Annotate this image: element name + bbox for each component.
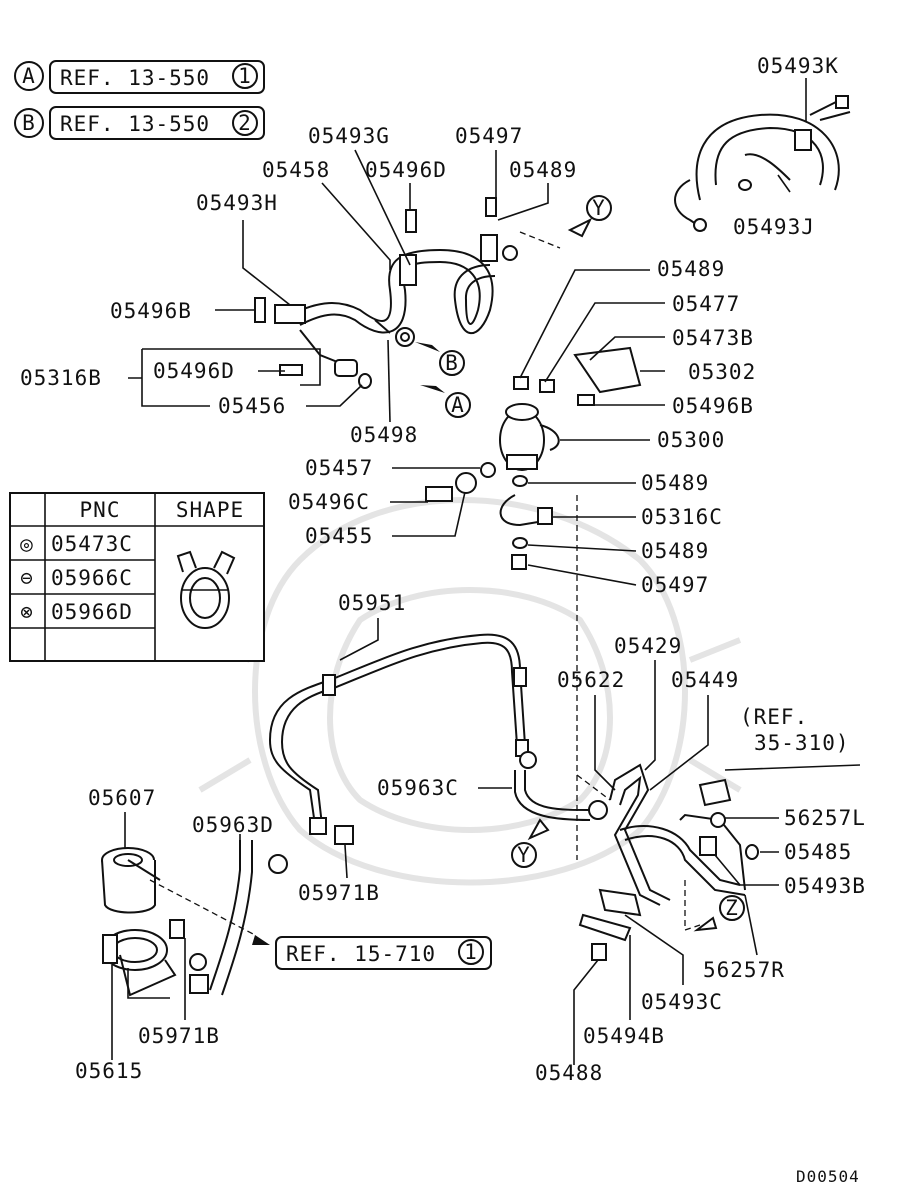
label-05963D: 05963D xyxy=(192,813,274,837)
lower-pipes-assembly xyxy=(578,763,759,961)
svg-text:REF. 15-710: REF. 15-710 xyxy=(286,942,436,966)
leader-lines xyxy=(111,78,807,1065)
label-05496D: 05496D xyxy=(365,158,447,182)
label-05607: 05607 xyxy=(88,786,156,810)
label-05971B: 05971B xyxy=(298,881,380,905)
label-56257L: 56257L xyxy=(784,806,866,830)
label-05497-2: 05497 xyxy=(641,573,709,597)
svg-text:PNC: PNC xyxy=(80,498,121,522)
label-05493K: 05493K xyxy=(757,54,839,78)
clamp-shape-icon xyxy=(176,550,236,629)
label-05493H: 05493H xyxy=(196,191,278,215)
label-05971B-2: 05971B xyxy=(138,1024,220,1048)
svg-text:◎: ◎ xyxy=(20,532,34,556)
label-05494B: 05494B xyxy=(583,1024,665,1048)
svg-text:05966D: 05966D xyxy=(51,600,133,624)
svg-text:⊖: ⊖ xyxy=(20,566,34,590)
ref-b: B REF. 13-550 2 xyxy=(14,106,265,140)
ref-15-710: REF. 15-710 1 xyxy=(275,936,492,970)
svg-text:Y: Y xyxy=(517,843,531,867)
label-05316C: 05316C xyxy=(641,505,723,529)
label-05489-4: 05489 xyxy=(641,539,709,563)
label-05493G: 05493G xyxy=(308,124,390,148)
label-05493C: 05493C xyxy=(641,990,723,1014)
svg-text:⊗: ⊗ xyxy=(20,600,34,624)
label-05302: 05302 xyxy=(688,360,756,384)
label-05473B: 05473B xyxy=(672,326,754,350)
label-05429: 05429 xyxy=(614,634,682,658)
svg-text:05473C: 05473C xyxy=(51,532,133,556)
svg-text:2: 2 xyxy=(238,111,252,135)
svg-text:(REF.: (REF. xyxy=(740,705,808,729)
svg-text:05966C: 05966C xyxy=(51,566,133,590)
label-05456: 05456 xyxy=(218,394,286,418)
legend-table: PNC SHAPE ◎ 05473C ⊖ 05966C ⊗ 05966D xyxy=(9,492,265,662)
label-05622: 05622 xyxy=(557,668,625,692)
ref-a: A REF. 13-550 1 xyxy=(14,60,265,94)
svg-text:Y: Y xyxy=(592,196,606,220)
detail-hose-topright xyxy=(674,95,851,232)
svg-text:B: B xyxy=(445,351,459,375)
view-markers: Y Z xyxy=(511,495,745,932)
label-05493J: 05493J xyxy=(733,215,815,239)
label-05963C: 05963C xyxy=(377,776,459,800)
svg-text:1: 1 xyxy=(238,64,252,88)
svg-text:A: A xyxy=(451,393,465,417)
label-05489-3: 05489 xyxy=(641,471,709,495)
upper-pressure-hose: B A Y xyxy=(254,195,612,418)
label-05496D-2: 05496D xyxy=(153,359,235,383)
label-05477: 05477 xyxy=(672,292,740,316)
svg-text:B: B xyxy=(22,111,36,135)
label-05489-2: 05489 xyxy=(657,257,725,281)
svg-text:REF. 13-550: REF. 13-550 xyxy=(60,112,210,136)
label-56257R: 56257R xyxy=(703,958,785,982)
part-labels: 05493K 05493J 05493G 05497 05458 05496D … xyxy=(20,54,866,1085)
label-05455: 05455 xyxy=(305,524,373,548)
label-05457: 05457 xyxy=(305,456,373,480)
svg-text:REF. 13-550: REF. 13-550 xyxy=(60,66,210,90)
svg-text:A: A xyxy=(22,64,36,88)
label-05316B: 05316B xyxy=(20,366,102,390)
label-05488: 05488 xyxy=(535,1061,603,1085)
oil-reservoir xyxy=(101,840,270,997)
label-05615: 05615 xyxy=(75,1059,143,1083)
label-05300: 05300 xyxy=(657,428,725,452)
label-05493B: 05493B xyxy=(784,874,866,898)
label-05498: 05498 xyxy=(350,423,418,447)
label-05497: 05497 xyxy=(455,124,523,148)
svg-text:1: 1 xyxy=(464,940,478,964)
label-05951: 05951 xyxy=(338,591,406,615)
diagram-code: D00504 xyxy=(796,1167,860,1186)
label-05458: 05458 xyxy=(262,158,330,182)
label-05449: 05449 xyxy=(671,668,739,692)
label-05496B-2: 05496B xyxy=(672,394,754,418)
svg-text:35-310): 35-310) xyxy=(754,731,850,755)
ref-35-310: (REF. 35-310) xyxy=(724,705,861,771)
svg-text:Z: Z xyxy=(725,896,739,920)
label-05485: 05485 xyxy=(784,840,852,864)
svg-text:SHAPE: SHAPE xyxy=(176,498,244,522)
label-05489: 05489 xyxy=(509,158,577,182)
label-05496C: 05496C xyxy=(288,490,370,514)
return-pipe xyxy=(268,633,608,874)
label-05496B: 05496B xyxy=(110,299,192,323)
